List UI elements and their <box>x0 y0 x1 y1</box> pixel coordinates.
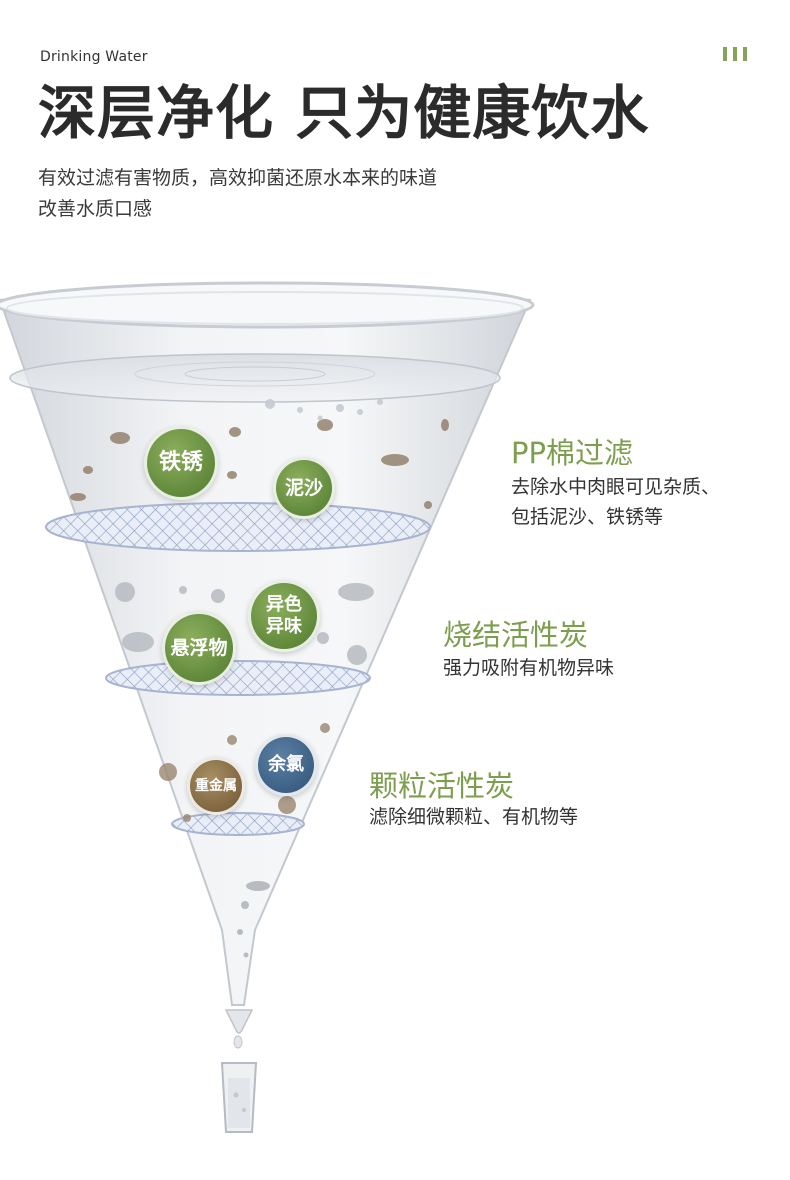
subtitle-line-2: 改善水质口感 <box>38 198 153 220</box>
odor-badge: 异色 异味 <box>248 580 320 652</box>
rust-badge-label: 铁锈 <box>158 449 203 475</box>
heavy-metal-badge-label: 重金属 <box>195 777 237 794</box>
sand-badge: 泥沙 <box>273 457 335 519</box>
menu-icon[interactable] <box>723 47 747 61</box>
stage-pp-desc-line-2: 包括泥沙、铁锈等 <box>511 506 664 528</box>
stage-pp-title: PP棉过滤 <box>511 436 633 470</box>
stage-pp-desc: 去除水中肉眼可见杂质、 包括泥沙、铁锈等 <box>511 472 720 532</box>
subtitle: 有效过滤有害物质，高效抑菌还原水本来的味道 改善水质口感 <box>38 163 437 225</box>
stage-sintered-desc: 强力吸附有机物异味 <box>443 653 614 683</box>
chlorine-badge: 余氯 <box>255 734 317 796</box>
suspended-badge-label: 悬浮物 <box>170 636 228 659</box>
odor-badge-line2: 异味 <box>266 616 302 637</box>
page-title: 深层净化 只为健康饮水 <box>38 79 650 147</box>
stage-pp-desc-line-1: 去除水中肉眼可见杂质、 <box>511 476 721 498</box>
sand-badge-label: 泥沙 <box>284 476 323 499</box>
rust-badge: 铁锈 <box>144 426 218 500</box>
stage-granular-desc-line-1: 滤除细微颗粒、有机物等 <box>369 806 579 828</box>
stage-granular-title: 颗粒活性炭 <box>369 769 515 803</box>
stage-granular-desc: 滤除细微颗粒、有机物等 <box>369 802 578 832</box>
heavy-metal-badge: 重金属 <box>187 757 245 815</box>
brand-label: Drinking Water <box>40 49 148 65</box>
stage-sintered-desc-line-1: 强力吸附有机物异味 <box>443 657 615 679</box>
stage-sintered-title: 烧结活性炭 <box>443 618 589 652</box>
water-glass-icon <box>220 1062 258 1133</box>
chlorine-badge-label: 余氯 <box>268 754 304 776</box>
odor-badge-line1: 异色 <box>266 594 302 616</box>
suspended-badge: 悬浮物 <box>162 611 236 685</box>
subtitle-line-1: 有效过滤有害物质，高效抑菌还原水本来的味道 <box>38 167 438 189</box>
